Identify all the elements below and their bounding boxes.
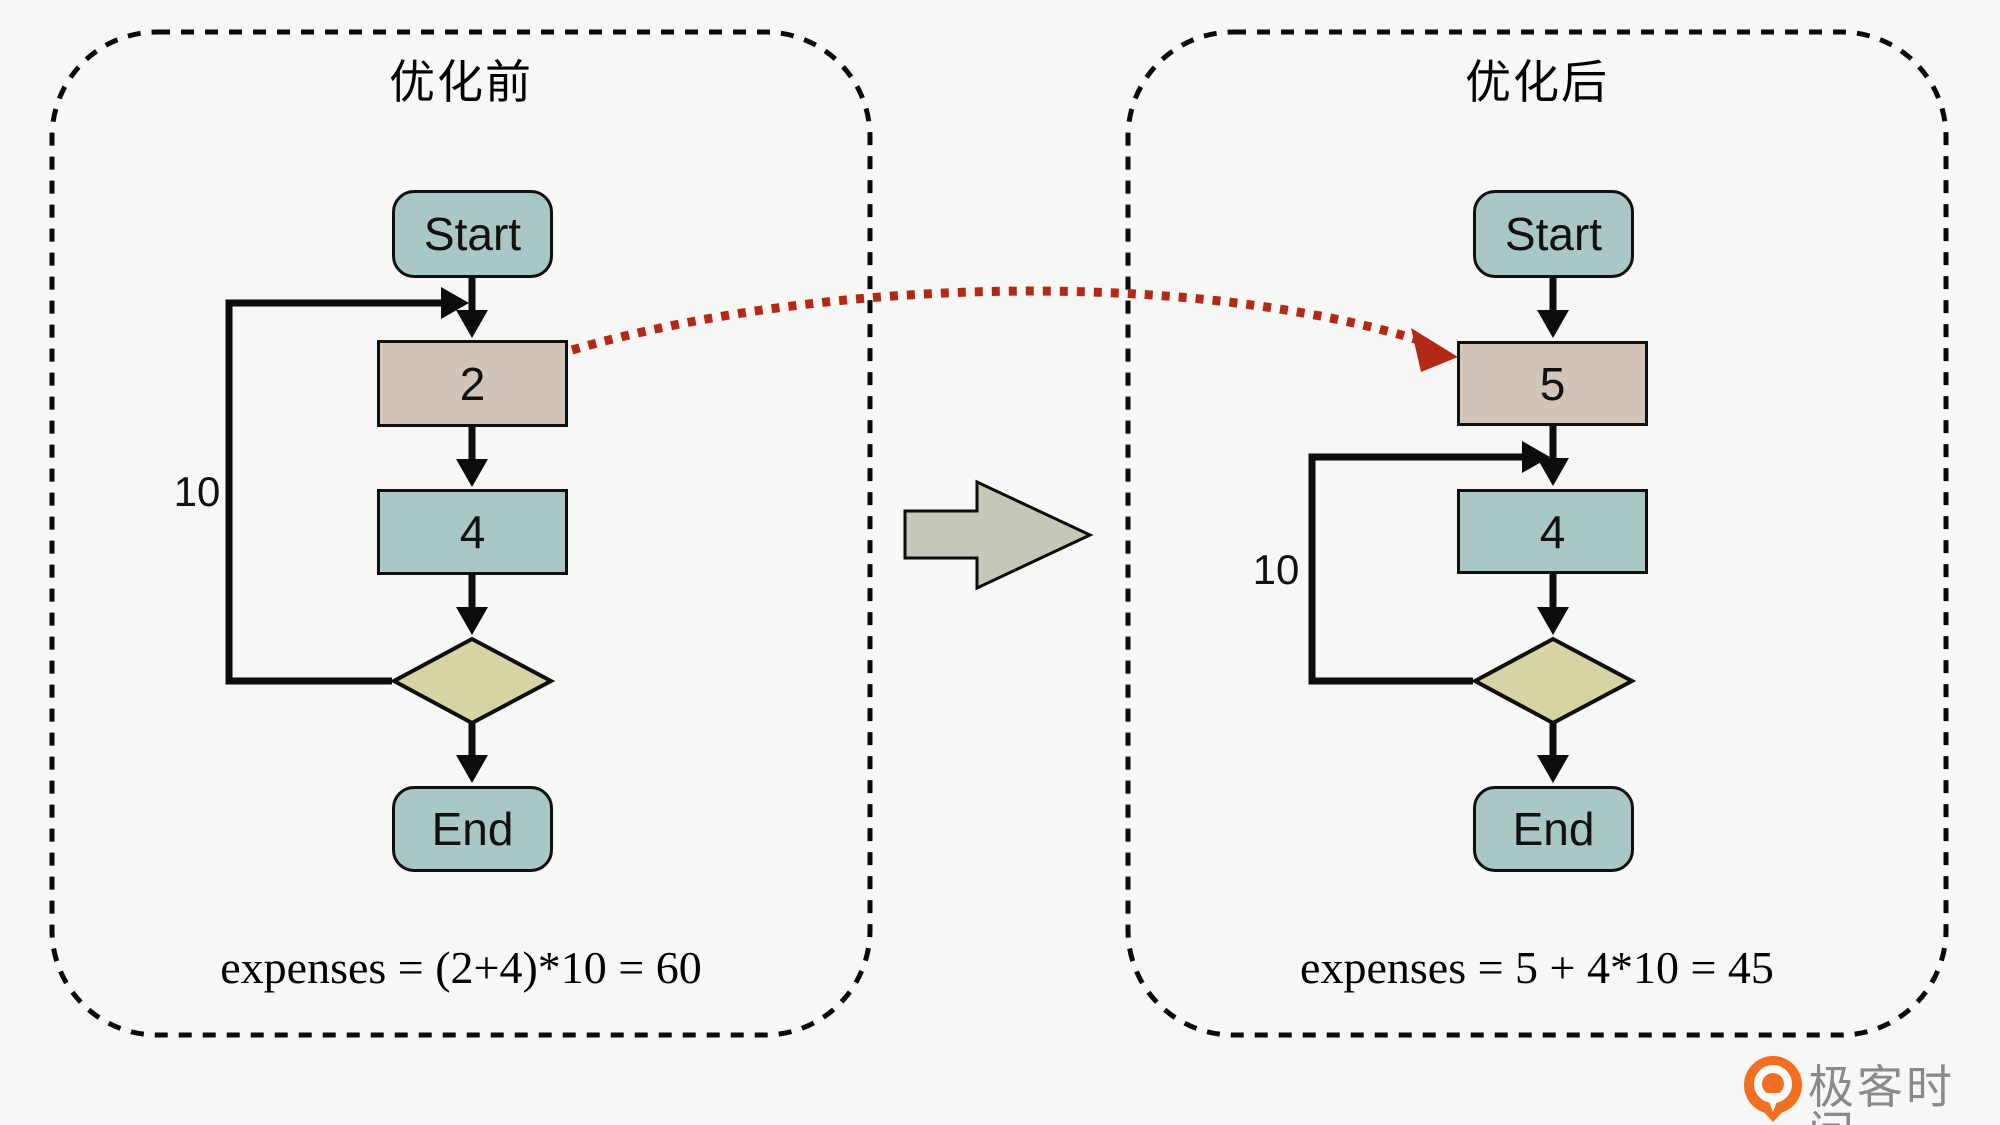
arrowhead-down-icon (1537, 458, 1569, 486)
after-end-node: End (1473, 786, 1634, 872)
before-caption: expenses = (2+4)*10 = 60 (220, 942, 702, 993)
arrowhead-down-icon (456, 607, 488, 635)
after-loop-count-label: 10 (1252, 546, 1300, 593)
arrowhead-down-icon (456, 310, 488, 338)
loop-body-node-value: 4 (1539, 505, 1566, 558)
geektime-logo-icon (1744, 1056, 1802, 1122)
loop-body-node-value: 4 (459, 506, 486, 558)
before-flow-arrowheads (441, 287, 488, 783)
arrowhead-right-icon (441, 287, 469, 319)
before-invariant-node: 2 (377, 340, 568, 427)
code-motion-arrowhead-icon (1411, 328, 1458, 372)
loop-back-edge (1308, 453, 1526, 685)
after-condition-diamond (1470, 636, 1637, 726)
end-node-label: End (1512, 803, 1595, 855)
start-node-label: Start (423, 208, 522, 260)
after-flow-arrowheads (1522, 310, 1569, 783)
arrowhead-down-icon (1537, 607, 1569, 635)
end-node-label: End (431, 803, 514, 855)
before-loop-body-node: 4 (377, 489, 568, 575)
before-loop-count-label: 10 (173, 468, 221, 515)
panel-after-title: 优化后 (1465, 56, 1609, 108)
transform-arrow-icon (903, 479, 1094, 591)
before-end-node: End (392, 786, 553, 872)
invariant-node-value: 2 (459, 357, 486, 410)
arrowhead-right-icon (1522, 441, 1550, 473)
after-caption: expenses = 5 + 4*10 = 45 (1300, 942, 1774, 993)
loop-back-edge (225, 299, 445, 685)
arrowhead-down-icon (1537, 755, 1569, 783)
after-loop-body-node: 4 (1457, 489, 1648, 574)
geektime-logo-text: 极客时间 (1808, 1061, 1955, 1125)
invariant-node-value: 5 (1539, 357, 1566, 410)
panel-before-title: 优化前 (389, 56, 533, 108)
before-flow-arrows (225, 278, 476, 757)
before-condition-diamond (389, 636, 556, 726)
arrowhead-down-icon (456, 755, 488, 783)
before-start-node: Start (392, 190, 553, 278)
after-invariant-node: 5 (1457, 341, 1648, 426)
after-flow-arrows (1308, 278, 1557, 757)
code-motion-arrow (570, 286, 1427, 355)
start-node-label: Start (1504, 208, 1603, 260)
after-start-node: Start (1473, 190, 1634, 278)
arrowhead-down-icon (1537, 310, 1569, 338)
arrowhead-down-icon (456, 459, 488, 487)
